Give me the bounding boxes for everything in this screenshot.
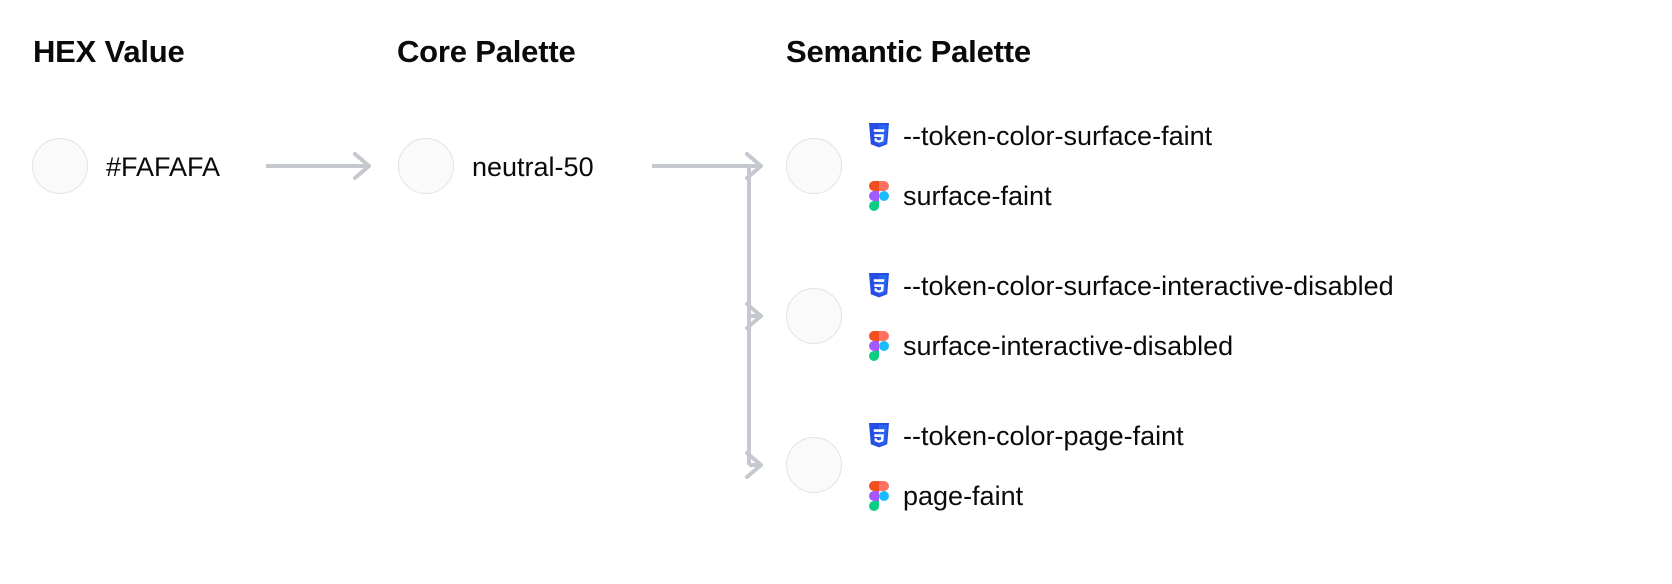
css-token-name: --token-color-page-faint [903,421,1184,451]
swatch-hex-value[interactable] [32,138,88,194]
token-row-figma-surface-faint[interactable]: surface-faint [866,180,1052,212]
token-row-figma-page-faint[interactable]: page-faint [866,480,1023,512]
swatch-semantic-page-faint[interactable] [786,437,842,493]
figma-token-name: surface-interactive-disabled [903,331,1234,361]
figma-token-name: surface-faint [903,181,1052,211]
css3-icon [866,271,892,301]
core-palette-label: neutral-50 [472,152,594,182]
column-header-core-palette: Core Palette [397,34,576,69]
figma-icon [866,481,892,511]
arrow-core-to-semantic-branching [652,152,763,479]
figma-icon [866,331,892,361]
token-row-css-surface-interactive-disabled[interactable]: --token-color-surface-interactive-disabl… [866,270,1394,302]
token-row-figma-surface-interactive-disabled[interactable]: surface-interactive-disabled [866,330,1233,362]
hex-value-label: #FAFAFA [106,152,221,182]
token-row-css-surface-faint[interactable]: --token-color-surface-faint [866,120,1212,152]
arrow-hex-to-core [266,152,371,180]
swatch-core-palette[interactable] [398,138,454,194]
column-header-semantic-palette: Semantic Palette [786,34,1031,69]
token-row-css-page-faint[interactable]: --token-color-page-faint [866,420,1184,452]
figma-token-name: page-faint [903,481,1024,511]
css-token-name: --token-color-surface-interactive-disabl… [903,271,1394,301]
figma-icon [866,181,892,211]
swatch-semantic-surface-interactive-disabled[interactable] [786,288,842,344]
css-token-name: --token-color-surface-faint [903,121,1213,151]
swatch-semantic-surface-faint[interactable] [786,138,842,194]
css3-icon [866,121,892,151]
column-header-hex-value: HEX Value [33,34,185,69]
css3-icon [866,421,892,451]
